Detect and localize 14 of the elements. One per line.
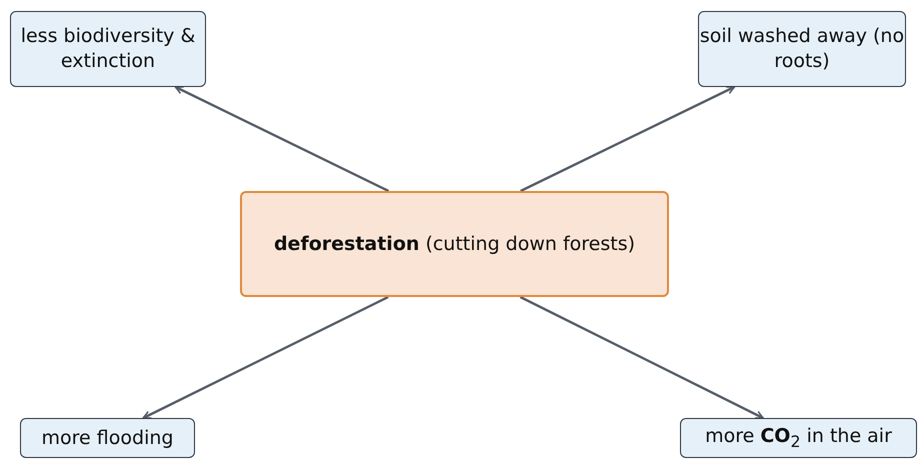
effect-box [10, 11, 206, 87]
effect-box [20, 418, 195, 458]
arrow [174, 86, 390, 192]
arrow [520, 296, 764, 420]
node-label: deforestation (cutting down forests) [274, 232, 636, 256]
arrow [520, 86, 736, 192]
cause-box [240, 191, 669, 297]
effect-box [698, 11, 906, 87]
node-label: more flooding [42, 426, 174, 450]
effect-box [680, 418, 917, 458]
node-label: soil washed away (no roots) [699, 24, 905, 74]
arrow [142, 296, 389, 420]
node-label: more CO$_{2}$ in the air [705, 424, 892, 452]
node-label: less biodiversity & extinction [20, 24, 196, 74]
